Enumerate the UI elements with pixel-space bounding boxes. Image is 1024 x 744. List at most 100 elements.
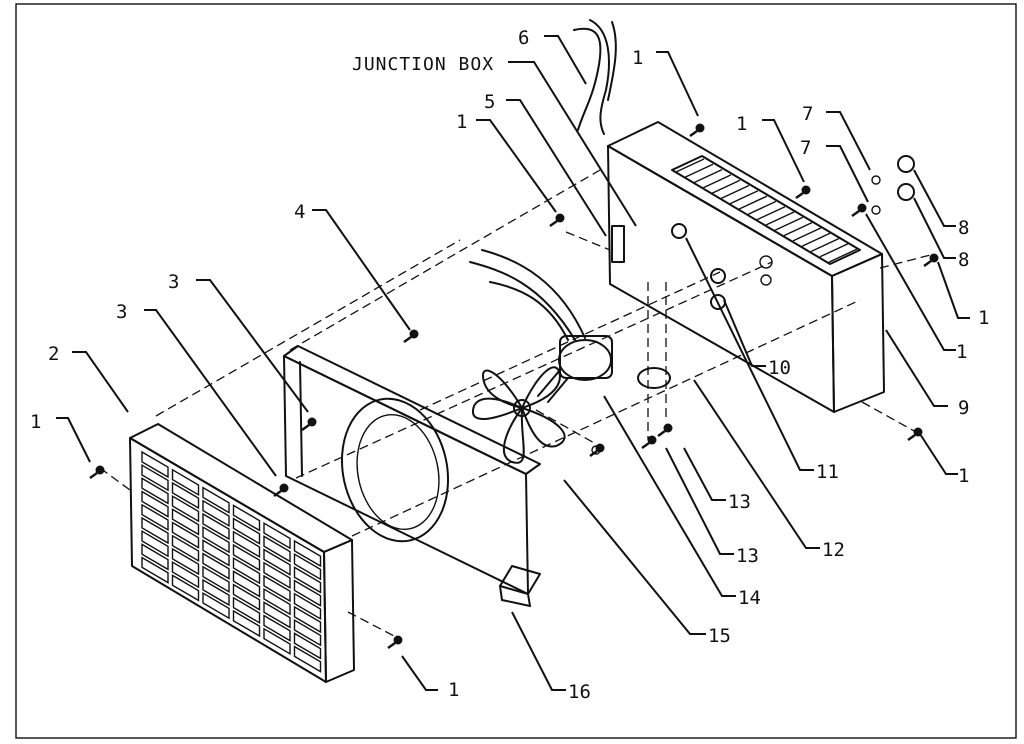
grille-slot [263, 587, 291, 616]
screws [89, 123, 939, 649]
callout-8-a: 8 [958, 217, 969, 239]
callout-15: 15 [708, 625, 731, 647]
grille-slot [293, 552, 322, 581]
callout-11: 11 [816, 461, 839, 483]
grille [129, 423, 355, 683]
housing-louver [765, 211, 795, 226]
wire-harness [573, 19, 617, 135]
grille-slot [232, 556, 261, 585]
screw-icon [641, 435, 657, 449]
grille-slot [263, 548, 291, 576]
screw-icon [851, 203, 867, 217]
grille-slot [202, 539, 230, 567]
grille-slot [293, 618, 322, 647]
grille-slot [232, 596, 261, 625]
grille-slot [232, 543, 261, 572]
screw-icon [273, 483, 289, 497]
grille-slot [141, 477, 169, 505]
grille-slot [141, 556, 169, 584]
housing-louver [720, 184, 750, 200]
fan-shroud-panel [283, 345, 541, 607]
screw-icon [403, 329, 419, 343]
callout-labels: 1 1 1 1 1 1 1 1 2 3 3 4 5 6 7 7 8 8 9 10… [30, 27, 989, 703]
grille-slot [202, 486, 230, 514]
page-border [15, 3, 1017, 739]
grille-slot [202, 552, 230, 580]
callout-1-bottom: 1 [448, 679, 459, 701]
housing-louver [792, 227, 822, 242]
back-housing [607, 121, 885, 413]
grille-slot [141, 490, 169, 518]
housing-louver [693, 168, 723, 184]
grille-slot [202, 578, 230, 607]
grille-slot [171, 547, 200, 576]
screw-icon [89, 465, 105, 479]
callout-14: 14 [738, 587, 761, 609]
grille-slot [141, 503, 169, 532]
housing-louver [729, 190, 759, 205]
grille-slot [263, 561, 291, 590]
grille-slot [263, 614, 291, 642]
motor [469, 249, 613, 403]
callout-3-b: 3 [116, 301, 127, 323]
callout-10: 10 [768, 357, 791, 379]
screw-icon [549, 213, 565, 227]
callout-12: 12 [822, 539, 845, 561]
housing-louver [819, 243, 849, 258]
grille-slot [202, 512, 230, 541]
callout-13-b: 13 [736, 545, 759, 567]
housing-louver [675, 158, 705, 173]
callout-1-right-a: 1 [978, 307, 989, 329]
housing-louver [711, 179, 741, 194]
grille-slot [171, 494, 200, 523]
housing-louver [828, 248, 858, 263]
grille-slot [232, 517, 261, 545]
grille-slot [202, 591, 230, 620]
screw-icon [795, 185, 811, 199]
callout-6: 6 [518, 27, 529, 49]
grille-slot [202, 499, 230, 528]
grille-slot [293, 592, 322, 621]
callout-3-a: 3 [168, 271, 179, 293]
grille-slot [293, 539, 322, 568]
grille-slot [263, 521, 291, 550]
grille-slot [171, 468, 200, 497]
screw-icon [923, 253, 939, 267]
housing-louver [810, 237, 840, 253]
grille-slot [171, 574, 200, 602]
housing-louver [756, 206, 786, 221]
callout-13-a: 13 [728, 491, 751, 513]
grille-slot [141, 543, 169, 571]
housing-louver [738, 195, 768, 210]
housing-louver [774, 216, 804, 231]
callout-7-b: 7 [800, 137, 811, 159]
callout-16: 16 [568, 681, 591, 703]
screw-icon [301, 417, 317, 431]
grille-slot [171, 508, 200, 536]
callout-7-a: 7 [802, 103, 813, 125]
grille-slot [232, 609, 261, 638]
screw-icon [657, 423, 673, 437]
callout-2: 2 [48, 343, 59, 365]
grille-slot [293, 605, 322, 634]
grille-slot [293, 566, 322, 594]
grille-slot [293, 632, 322, 660]
housing-louver [747, 200, 777, 216]
callout-1-top: 1 [632, 47, 643, 69]
grille-slot [141, 450, 169, 479]
callout-1-upper-mid: 1 [736, 113, 747, 135]
grille-slot [263, 627, 291, 656]
grille-slot [263, 574, 291, 603]
grille-slot [263, 535, 291, 563]
grille-slot [232, 504, 261, 532]
callout-1-far-left: 1 [30, 411, 41, 433]
grille-slot [232, 530, 261, 559]
grille-slot [171, 560, 200, 589]
grille-slot [263, 601, 291, 629]
grille-slot [141, 516, 169, 545]
grille-slot [202, 525, 230, 554]
grille-slot [232, 570, 261, 598]
screw-icon [387, 635, 403, 649]
